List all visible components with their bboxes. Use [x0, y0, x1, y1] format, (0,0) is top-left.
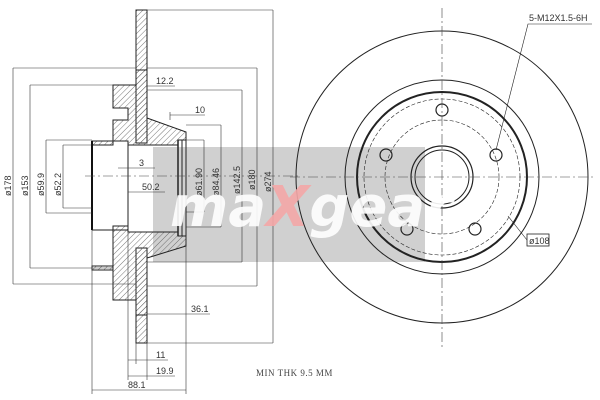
- dim-d274: ø274: [263, 171, 273, 192]
- watermark-box: [153, 147, 425, 262]
- dim-disc-thickness: 11: [156, 350, 165, 360]
- watermark-logo: maXgear: [170, 175, 456, 240]
- front-view-labels: 5-M12X1.5-6H ø108 MIN THK 9.5 MM: [256, 13, 588, 378]
- bolt-hole-4: [400, 222, 414, 236]
- dim-d153: ø153: [20, 175, 30, 196]
- min-thickness-note: MIN THK 9.5 MM: [256, 368, 333, 378]
- dim-hat-offset: 12.2: [156, 76, 174, 86]
- pcd-callout-box: [526, 233, 550, 247]
- pcd-callout: ø108: [529, 236, 550, 246]
- dim-bore-depth: 50.2: [142, 182, 160, 192]
- thread-callout: 5-M12X1.5-6H: [529, 13, 588, 23]
- dim-hat-depth: 19.9: [156, 366, 174, 376]
- dim-bearing-step: 3: [139, 158, 144, 168]
- dim-d142-5: ø142.5: [232, 166, 242, 194]
- front-view: [290, 8, 595, 348]
- dimension-labels: ø178 ø153 ø59.9 ø52.2 ø61.90 ø84.46 ø142…: [3, 76, 273, 390]
- dim-d180: ø180: [247, 169, 257, 190]
- dimension-lines: [12, 9, 274, 394]
- section-view: [85, 9, 300, 344]
- dim-flange-lip: 10: [195, 105, 205, 115]
- dim-d52-2: ø52.2: [53, 173, 63, 196]
- bolt-hole-3: [468, 222, 482, 236]
- dim-d59-9: ø59.9: [36, 173, 46, 196]
- dim-d61-90: ø61.90: [194, 168, 204, 196]
- pcd-circle: [384, 119, 500, 235]
- hub-bore-inner: [414, 149, 470, 205]
- watermark: [153, 147, 425, 262]
- svg-text:maXgear: maXgear: [170, 175, 456, 240]
- watermark-brand-suffix: gear: [309, 175, 456, 240]
- pcd-leader: [507, 215, 528, 241]
- thread-leader: [495, 23, 592, 151]
- bolt-hole-5: [379, 148, 393, 162]
- dim-overall-width: 88.1: [128, 380, 146, 390]
- dim-d84-46: ø84.46: [211, 168, 221, 196]
- dim-friction-offset: 36.1: [191, 304, 209, 314]
- watermark-brand-prefix: ma: [170, 175, 266, 240]
- dim-d178: ø178: [3, 175, 13, 196]
- watermark-brand-x: X: [263, 175, 312, 240]
